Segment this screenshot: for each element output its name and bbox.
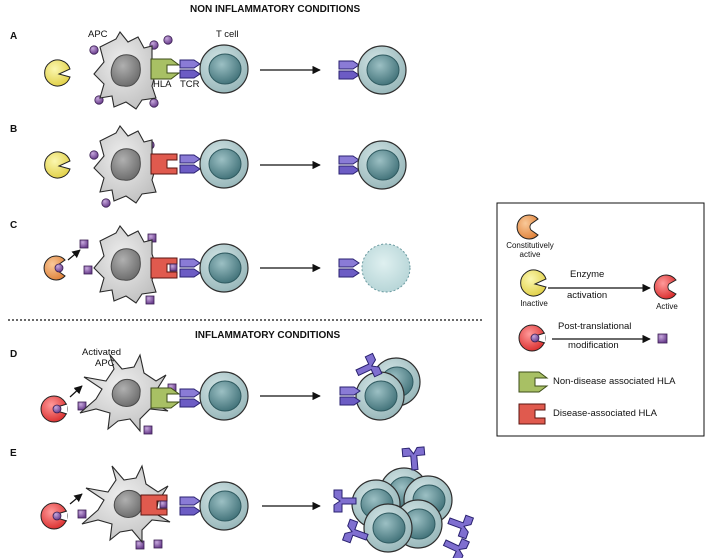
header-non-inflammatory: NON INFLAMMATORY CONDITIONS [190,4,361,15]
row-label-a: A [10,31,18,42]
legend-disease-hla: Disease-associated HLA [553,408,658,419]
header-inflammatory: INFLAMMATORY CONDITIONS [195,330,341,341]
row-label-e: E [10,448,17,459]
legend-constitutively-line1: Constitutively [506,241,554,250]
legend-non-disease-hla: Non-disease associated HLA [553,376,676,387]
tcr-label: TCR [180,79,200,90]
row-label-b: B [10,124,18,135]
hla-label: HLA [153,79,172,90]
legend [496,202,705,437]
legend-ptm-line2: modification [568,340,619,351]
row-b [44,125,407,208]
legend-inactive: Inactive [520,299,548,308]
row-label-d: D [10,349,18,360]
row-e [40,446,474,558]
row-a [44,31,407,110]
apc-label: APC [88,29,108,40]
legend-active: Active [656,302,678,311]
row-c [43,225,411,305]
row-d [40,352,421,435]
activated-apc-label-line1: Activated [82,347,122,358]
dying-t-cell [361,243,411,293]
t-cell-label: T cell [216,29,239,40]
activated-apc-label-line2: APC [95,358,115,369]
legend-ptm-line1: Post-translational [558,321,632,332]
legend-enzyme-line2: activation [567,290,608,301]
legend-constitutively-line2: active [519,250,541,259]
row-label-c: C [10,220,18,231]
legend-enzyme-line1: Enzyme [570,269,605,280]
